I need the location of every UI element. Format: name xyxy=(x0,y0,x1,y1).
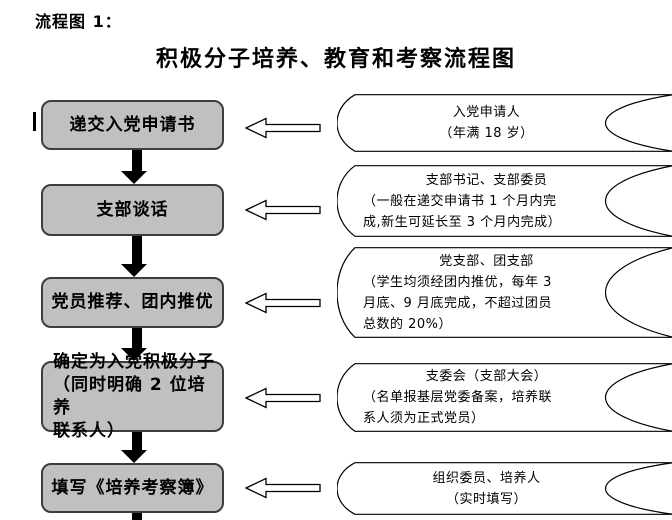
left-block-arrow-icon xyxy=(244,292,321,314)
step-box-label: 确定为入党积极分子 xyxy=(53,351,215,372)
down-arrow-connector xyxy=(132,432,142,450)
step-box-recommendation: 党员推荐、团内推优 xyxy=(41,277,224,328)
note-text: 党支部、团支部 （学生均须经团内推优，每年 3 月底、9 月底完成，不超过团员 … xyxy=(363,253,552,332)
left-block-arrow-icon xyxy=(244,199,321,221)
note-text: 入党申请人 （年满 18 岁） xyxy=(439,105,534,141)
step-box-label: 递交入党申请书 xyxy=(69,114,196,135)
step-box-label: （同时明确 2 位培养 xyxy=(53,374,206,418)
note-branch-secretary: 支部书记、支部委员 （一般在递交申请书 1 个月内完 成,新生可延长至 3 个月… xyxy=(337,165,672,237)
flowchart-label: 流程图 1： xyxy=(35,12,122,31)
down-arrow-connector xyxy=(132,236,142,264)
down-arrow-head-icon xyxy=(121,450,147,463)
note-applicant: 入党申请人 （年满 18 岁） xyxy=(337,94,672,152)
left-block-arrow-icon xyxy=(244,117,321,139)
down-arrow-head-icon xyxy=(121,264,147,277)
down-arrow-connector xyxy=(132,150,142,171)
stored-data-shape xyxy=(337,165,672,237)
stored-data-shape xyxy=(337,462,672,515)
stored-data-shape xyxy=(337,94,672,152)
page-title: 积极分子培养、教育和考察流程图 xyxy=(155,47,516,72)
step-box-fill-record-book: 填写《培养考察簿》 xyxy=(41,463,224,513)
step-box-branch-talk: 支部谈话 xyxy=(41,184,224,236)
down-arrow-connector xyxy=(132,328,142,348)
note-text: 支委会（支部大会） （名单报基层党委备案，培养联 系人须为正式党员） xyxy=(363,369,553,426)
stored-data-shape xyxy=(337,247,672,338)
note-branch-committee: 支委会（支部大会） （名单报基层党委备案，培养联 系人须为正式党员） xyxy=(337,363,672,432)
step-box-label: 填写《培养考察簿》 xyxy=(51,477,214,498)
stray-cursor-mark xyxy=(33,112,36,131)
note-party-youth-branch: 党支部、团支部 （学生均须经团内推优，每年 3 月底、9 月底完成，不超过团员 … xyxy=(337,247,672,338)
step-box-label: 联系人） xyxy=(53,420,125,441)
step-box-confirm-activist: 确定为入党积极分子 （同时明确 2 位培养 联系人） xyxy=(41,352,224,441)
down-arrow-head-icon xyxy=(121,348,147,361)
down-arrow-connector xyxy=(132,513,142,520)
left-block-arrow-icon xyxy=(244,387,321,409)
step-box-submit-application: 递交入党申请书 xyxy=(41,100,224,150)
down-arrow-head-icon xyxy=(121,171,147,184)
step-box-label: 支部谈话 xyxy=(96,199,169,220)
note-text: 组织委员、培养人 （实时填写） xyxy=(432,470,541,507)
stored-data-shape xyxy=(337,363,672,432)
left-block-arrow-icon xyxy=(244,477,321,499)
note-text: 支部书记、支部委员 （一般在递交申请书 1 个月内完 成,新生可延长至 3 个月… xyxy=(363,172,562,230)
note-organization-member: 组织委员、培养人 （实时填写） xyxy=(337,462,672,515)
step-box-label: 党员推荐、团内推优 xyxy=(51,292,214,312)
